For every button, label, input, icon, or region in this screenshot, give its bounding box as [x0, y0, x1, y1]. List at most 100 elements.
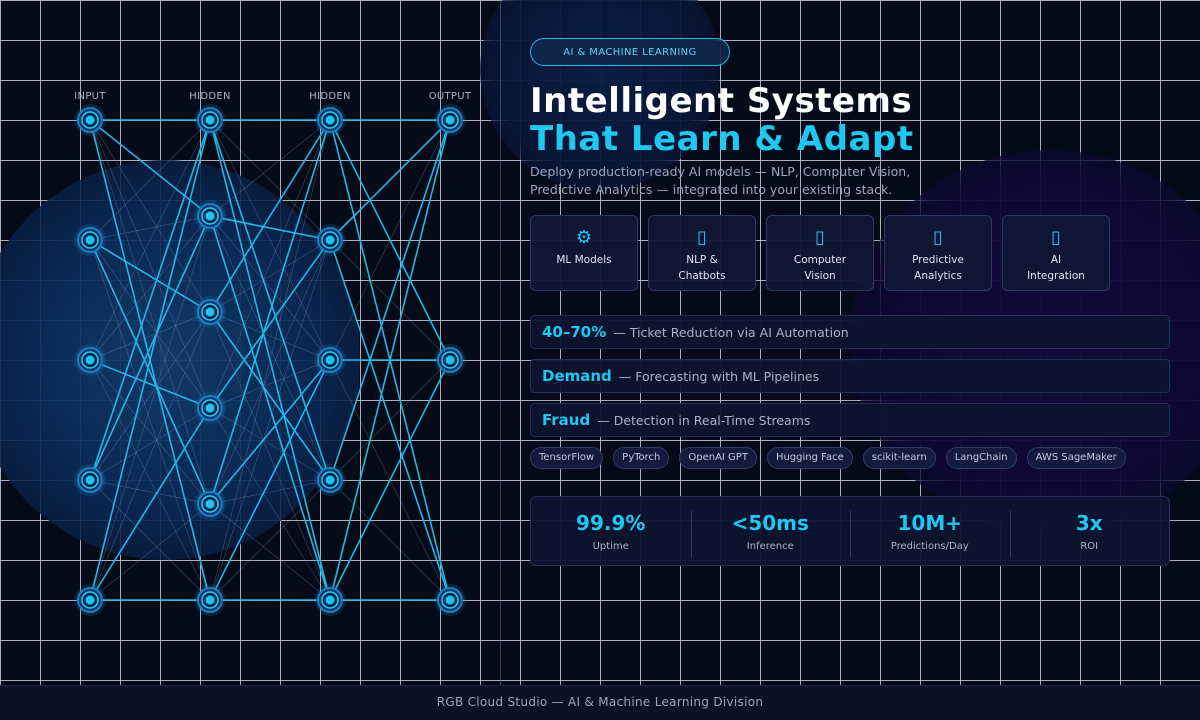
- active-connection: [209, 119, 331, 601]
- active-connection: [329, 359, 451, 601]
- highlight-row: Demand— Forecasting with ML Pipelines: [530, 359, 1170, 393]
- feature-card-ai-integration[interactable]: ▯ AI Integration: [1002, 215, 1110, 291]
- network-node: [194, 104, 226, 136]
- active-connection: [329, 119, 451, 361]
- metrics-bar: 99.9% Uptime <50ms Inference 10M+ Predic…: [530, 496, 1170, 566]
- tech-tags: TensorFlow PyTorch OpenAI GPT Hugging Fa…: [530, 447, 1170, 469]
- feature-card-predictive-analytics[interactable]: ▯ Predictive Analytics: [884, 215, 992, 291]
- network-node: [434, 104, 466, 136]
- active-connection: [89, 215, 211, 481]
- tag-hugging-face[interactable]: Hugging Face: [766, 447, 853, 469]
- metric-predictions: 10M+ Predictions/Day: [850, 510, 1010, 557]
- hero-title: Intelligent Systems: [530, 81, 913, 121]
- tag-tensorflow[interactable]: TensorFlow: [530, 447, 604, 469]
- network-node: [74, 344, 106, 376]
- active-connection: [89, 359, 211, 409]
- faint-connection: [209, 239, 331, 601]
- feature-cards: ⚙ ML Models ▯ NLP & Chatbots ▯ Computer …: [530, 215, 1170, 291]
- faint-connection: [89, 239, 211, 601]
- faint-connection: [89, 239, 211, 409]
- faint-connection: [89, 503, 211, 601]
- active-connection: [209, 215, 331, 241]
- faint-connection: [89, 215, 211, 601]
- chat-icon: ▯: [697, 227, 707, 248]
- tag-aws-sagemaker[interactable]: AWS SageMaker: [1026, 447, 1126, 469]
- metric-label: ROI: [1080, 540, 1099, 552]
- active-connection: [89, 119, 211, 217]
- hero-description: Deploy production-ready AI models — NLP,…: [530, 164, 911, 197]
- faint-connection: [209, 119, 331, 217]
- faint-connection: [209, 311, 331, 361]
- faint-connection: [209, 119, 331, 361]
- highlight-row: 40–70%— Ticket Reduction via AI Automati…: [530, 315, 1170, 349]
- feature-label: ML Models: [556, 254, 612, 266]
- tag-scikit-learn[interactable]: scikit-learn: [862, 447, 936, 469]
- layer-label: HIDDEN: [189, 91, 230, 102]
- network-node: [194, 584, 226, 616]
- faint-connection: [209, 359, 331, 409]
- metric-label: Uptime: [592, 540, 629, 552]
- chart-icon: ▯: [933, 227, 943, 248]
- network-edges: [89, 119, 451, 601]
- metric-label: Predictions/Day: [890, 540, 969, 552]
- feature-card-computer-vision[interactable]: ▯ Computer Vision: [766, 215, 874, 291]
- panel-divider: [500, 0, 501, 685]
- faint-connection: [89, 359, 211, 601]
- faint-connection: [89, 479, 211, 601]
- faint-connection: [89, 119, 211, 361]
- feature-card-nlp-chatbots[interactable]: ▯ NLP & Chatbots: [648, 215, 756, 291]
- faint-connection: [89, 311, 211, 481]
- active-connection: [209, 359, 331, 601]
- feature-card-ml-models[interactable]: ⚙ ML Models: [530, 215, 638, 291]
- faint-connection: [89, 311, 211, 361]
- network-node: [74, 224, 106, 256]
- hero-subtitle: That Learn & Adapt: [530, 119, 914, 159]
- tag-openai-gpt[interactable]: OpenAI GPT: [679, 447, 757, 469]
- network-node: [314, 224, 346, 256]
- network-node: [314, 584, 346, 616]
- metric-value: <50ms: [731, 510, 809, 535]
- layer-label: HIDDEN: [309, 91, 350, 102]
- network-node: [194, 488, 226, 520]
- faint-connection: [209, 119, 331, 409]
- faint-connection: [89, 479, 211, 505]
- faint-connection: [209, 119, 331, 241]
- faint-connection: [209, 215, 331, 481]
- active-connection: [89, 239, 211, 313]
- faint-connection: [209, 239, 331, 313]
- feature-label: AI Integration: [1027, 254, 1085, 282]
- layer-label: INPUT: [74, 91, 106, 102]
- faint-connection: [89, 407, 211, 481]
- active-connection: [89, 239, 211, 505]
- faint-connection: [89, 311, 211, 601]
- highlight-value: Demand: [542, 367, 612, 385]
- network-node: [74, 464, 106, 496]
- active-connection: [329, 239, 451, 601]
- gear-icon: ⚙: [575, 227, 593, 248]
- faint-connection: [89, 119, 211, 313]
- active-connection: [329, 119, 451, 601]
- layer-label: OUTPUT: [429, 91, 472, 102]
- faint-connection: [329, 479, 451, 601]
- feature-label: NLP & Chatbots: [678, 254, 726, 282]
- active-connection: [329, 119, 451, 241]
- feature-label: Computer Vision: [793, 254, 847, 282]
- active-connection: [209, 119, 331, 481]
- neural-network-diagram: INPUT HIDDEN HIDDEN OUTPUT: [74, 91, 472, 616]
- active-connection: [209, 239, 331, 409]
- tag-pytorch[interactable]: PyTorch: [613, 447, 670, 469]
- highlight-text: — Ticket Reduction via AI Automation: [613, 325, 849, 340]
- metric-label: Inference: [746, 540, 794, 552]
- faint-connection: [209, 239, 331, 505]
- metric-roi: 3x ROI: [1009, 510, 1170, 557]
- metric-value: 3x: [1075, 510, 1103, 535]
- tag-langchain[interactable]: LangChain: [945, 447, 1017, 469]
- network-node: [434, 584, 466, 616]
- category-badge: AI & MACHINE LEARNING: [530, 38, 730, 66]
- faint-connection: [89, 119, 211, 241]
- metric-value: 10M+: [897, 510, 963, 535]
- faint-connection: [209, 479, 331, 601]
- network-node: [314, 104, 346, 136]
- faint-connection: [209, 479, 331, 505]
- faint-connection: [209, 503, 331, 601]
